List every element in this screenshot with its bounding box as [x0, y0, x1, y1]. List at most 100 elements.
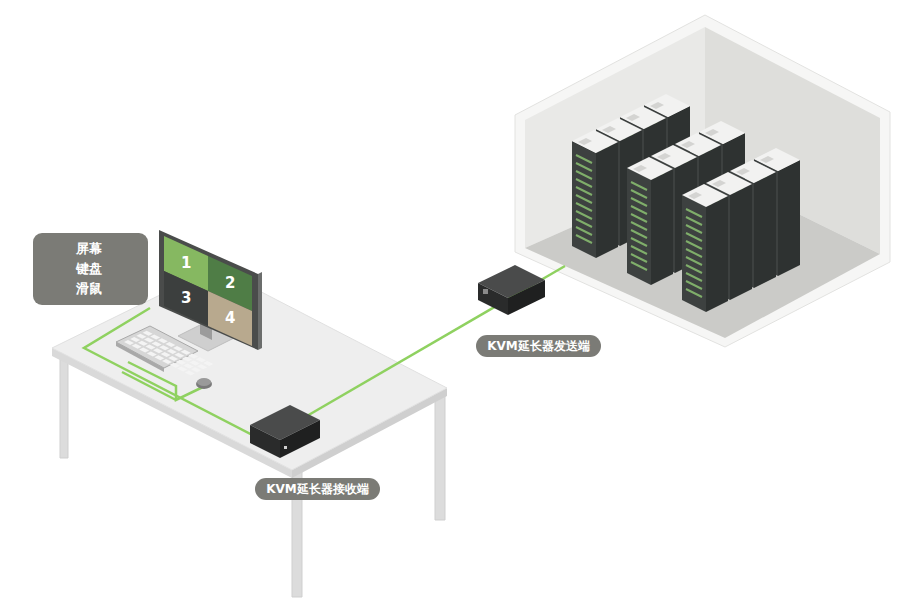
rack-stripe [686, 289, 702, 297]
keyboard-key [165, 342, 175, 347]
keyboard-key [167, 349, 177, 354]
rack-fan [657, 153, 671, 160]
rack-stripe [686, 273, 702, 281]
node-label: 4 [225, 309, 235, 327]
node-label: 3 [181, 289, 191, 307]
keyboard-key [153, 348, 163, 353]
screen-quadrant: 4 [208, 291, 252, 346]
rack-stripe [576, 171, 592, 179]
rack-fan [650, 102, 664, 109]
rack-stripe [631, 238, 647, 246]
keyboard-key [197, 364, 207, 369]
rack-stripe [631, 182, 647, 190]
keyboard-key [136, 334, 146, 339]
rack-stripe [686, 225, 702, 233]
keyboard-key [132, 344, 142, 349]
rack-stripe [631, 230, 647, 238]
rack-stripe [631, 214, 647, 222]
rack-side [651, 169, 673, 285]
server-room [515, 15, 890, 347]
rack-stripe [576, 187, 592, 195]
mouse [196, 378, 212, 389]
keyboard-key [177, 367, 187, 372]
rack-fan [626, 114, 640, 121]
keyboard-key [170, 363, 180, 368]
rack-stripe [576, 155, 592, 163]
rack-stripe [576, 163, 592, 171]
device-label: KVM延长器发送端 [476, 335, 601, 357]
quadrant-fill [208, 291, 252, 346]
keyboard-key [138, 341, 148, 346]
node-label: KVM延长器接收端 [255, 478, 380, 500]
desk [52, 268, 447, 597]
rack-stripe [686, 209, 702, 217]
rack-fan [633, 165, 647, 172]
rack-top [682, 184, 728, 207]
rack-fan [760, 156, 774, 163]
rack-fan [681, 141, 695, 148]
rack-stripe [576, 203, 592, 211]
keyboard-key [143, 331, 153, 336]
rack-stripe [576, 211, 592, 219]
node-label: KVM延长器发送端 [476, 335, 601, 357]
rack-stripe [576, 219, 592, 227]
keyboard-key [124, 340, 134, 345]
label-box: 屏幕 键盘 滑鼠 [33, 233, 148, 305]
device-label: KVM延长器接收端 [255, 478, 380, 500]
rack-stripe [576, 195, 592, 203]
rack-stripe [631, 262, 647, 270]
rack-stripe [631, 206, 647, 214]
rack-front [682, 195, 706, 312]
keyboard-key [191, 367, 201, 372]
keyboard-key [130, 337, 140, 342]
rack-stripe [686, 233, 702, 241]
rack-front [627, 168, 651, 285]
rack-stripe [686, 281, 702, 289]
keyboard-key [183, 364, 193, 369]
quadrant-fill [164, 271, 208, 326]
rack-fan [602, 126, 616, 133]
rack-front [572, 141, 596, 258]
keyboard-key [190, 360, 200, 365]
rack-stripe [631, 254, 647, 262]
rack-fan [705, 129, 719, 136]
rack-side [596, 142, 618, 258]
keyboard-key [182, 357, 192, 362]
keyboard-key [158, 338, 168, 343]
rack-side [706, 196, 728, 312]
rack-stripe [576, 227, 592, 235]
rack-stripe [631, 246, 647, 254]
keyboard-key [152, 341, 162, 346]
rack-fan [712, 180, 726, 187]
keyboard-key [185, 370, 195, 375]
rack-top [627, 157, 673, 180]
rack-side [778, 160, 800, 276]
keyboard-key [173, 346, 183, 351]
node-label: 屏幕 键盘 滑鼠 [76, 239, 106, 299]
rack-fan [736, 168, 750, 175]
rack-stripe [631, 190, 647, 198]
keyboard-key [188, 354, 198, 359]
keyboard-key [145, 345, 155, 350]
rack-top [572, 130, 618, 153]
monitor [159, 230, 262, 351]
keyboard-key [203, 361, 213, 366]
rack-stripe [686, 257, 702, 265]
node-label: 1 [181, 254, 191, 272]
screen-quadrant: 3 [164, 271, 208, 326]
keyboard-key [144, 338, 154, 343]
kvm-receiver [250, 405, 320, 458]
keyboard-key [154, 355, 164, 360]
rack-stripe [686, 249, 702, 257]
keyboard-key [174, 353, 184, 358]
rack-stripe [576, 235, 592, 243]
rack-stripe [686, 265, 702, 273]
rack-stripe [686, 241, 702, 249]
rack-side [730, 184, 752, 300]
rack-fan [578, 138, 592, 145]
keyboard-key [162, 359, 172, 364]
keyboard-key [150, 335, 160, 340]
node-label: 2 [225, 274, 235, 292]
